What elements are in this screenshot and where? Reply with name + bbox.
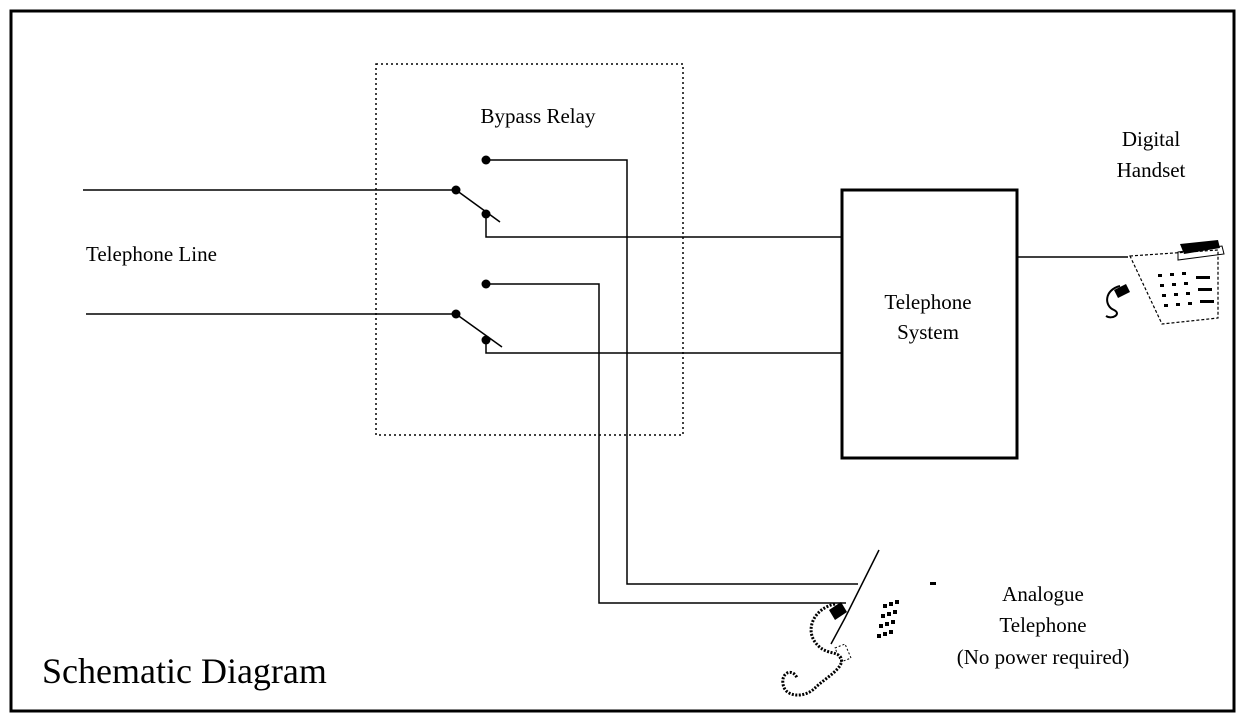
relay-switch-1 (451, 155, 858, 585)
diagram-frame (9, 9, 1236, 713)
diagram-title: Schematic Diagram (42, 651, 327, 691)
telephone-system-box (840, 188, 1019, 460)
telephone-line-label: Telephone Line (86, 242, 217, 266)
analogue-telephone-label-line3: (No power required) (957, 645, 1130, 669)
bypass-relay-label: Bypass Relay (481, 104, 596, 128)
desk-phone-icon (1105, 240, 1225, 325)
bypass-relay-box (375, 63, 684, 436)
telephone-system-label-line2: System (897, 320, 959, 344)
telephone-system-label-line1: Telephone (884, 290, 971, 314)
relay-switch-2 (451, 279, 846, 604)
corded-phone-icon (781, 549, 936, 697)
analogue-telephone-label-line2: Telephone (999, 613, 1086, 637)
digital-handset-label-line2: Handset (1117, 158, 1186, 182)
analogue-telephone-label-line1: Analogue (1002, 582, 1084, 606)
digital-handset-label-line1: Digital (1122, 127, 1180, 151)
